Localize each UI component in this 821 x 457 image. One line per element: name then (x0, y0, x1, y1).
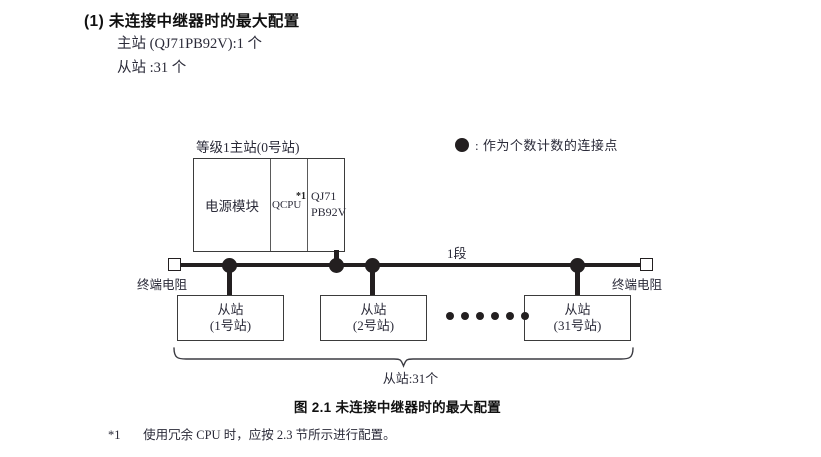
terminal-resistor-right-icon (640, 258, 653, 271)
slave-31-station: (31号站) (553, 318, 602, 333)
ellipsis-dot (506, 312, 514, 320)
rack-divider-2 (307, 159, 308, 251)
slave-station-box-31: 从站 (31号站) (524, 295, 631, 341)
profibus-module-label-line2: PB92V (311, 205, 347, 219)
ellipsis-dots-icon (446, 312, 529, 320)
heading-detail-master: 主站 (QJ71PB92V):1 个 (117, 36, 263, 52)
footnote-mark: *1 (108, 428, 121, 442)
cpu-footnote-mark: *1 (296, 191, 306, 202)
drop-line-slave-31 (575, 266, 580, 296)
power-module-label: 电源模块 (205, 199, 259, 214)
slave-1-station: (1号站) (209, 318, 252, 333)
rack-divider-1 (270, 159, 271, 251)
connection-point-dot-icon (455, 137, 469, 152)
rack-cell-cpu-module: *1 QCPU (270, 159, 307, 251)
drop-line-slave-1 (227, 266, 232, 296)
brace-total-wrapper: 从站:31个 (0, 368, 821, 387)
terminal-resistor-left-label: 终端电阻 (137, 278, 188, 292)
master-rack: 电源模块 *1 QCPU QJ71 PB92V (193, 158, 347, 252)
connection-point-slave-1 (222, 258, 237, 273)
ellipsis-dot (446, 312, 454, 320)
master-station-label: 等级1主站(0号站) (196, 140, 300, 155)
legend-label: : 作为个数计数的连接点 (475, 138, 618, 153)
connection-point-slave-2 (365, 258, 380, 273)
footnote-text: 使用冗余 CPU 时，应按 2.3 节所示进行配置。 (143, 428, 396, 442)
ellipsis-dot (521, 312, 529, 320)
slave-2-station: (2号站) (352, 318, 395, 333)
figure-caption-wrapper: 图 2.1 未连接中继器时的最大配置 (0, 396, 821, 416)
slave-2-title: 从站 (360, 301, 387, 317)
terminal-resistor-left-icon (168, 258, 181, 271)
slave-1-title: 从站 (217, 301, 244, 317)
drop-line-slave-2 (370, 266, 375, 296)
segment-label: 1段 (447, 246, 467, 261)
terminal-resistor-right-label: 终端电阻 (612, 278, 663, 292)
figure-caption: 图 2.1 未连接中继器时的最大配置 (293, 400, 502, 415)
ellipsis-dot (476, 312, 484, 320)
profibus-module-label-line1: QJ71 (311, 189, 337, 203)
connection-point-master (329, 258, 344, 273)
slave-station-box-2: 从站 (2号站) (320, 295, 427, 341)
slave-31-title: 从站 (564, 301, 591, 317)
slave-total-label: 从站:31个 (382, 371, 439, 386)
cpu-module-label: QCPU (272, 199, 302, 211)
ellipsis-dot (491, 312, 499, 320)
ellipsis-dot (461, 312, 469, 320)
footnote: *1 使用冗余 CPU 时，应按 2.3 节所示进行配置。 (108, 424, 396, 443)
slave-station-box-1: 从站 (1号站) (177, 295, 284, 341)
heading-detail-slave: 从站 :31 个 (117, 60, 187, 76)
rack-cell-profibus-module: QJ71 PB92V (307, 159, 347, 251)
legend: : 作为个数计数的连接点 (455, 135, 618, 154)
section-heading: (1) 未连接中继器时的最大配置 (84, 13, 300, 30)
rack-cell-power-module: 电源模块 (194, 159, 270, 251)
connection-point-slave-31 (570, 258, 585, 273)
network-bus-line (175, 263, 646, 267)
slave-count-brace (173, 347, 634, 368)
